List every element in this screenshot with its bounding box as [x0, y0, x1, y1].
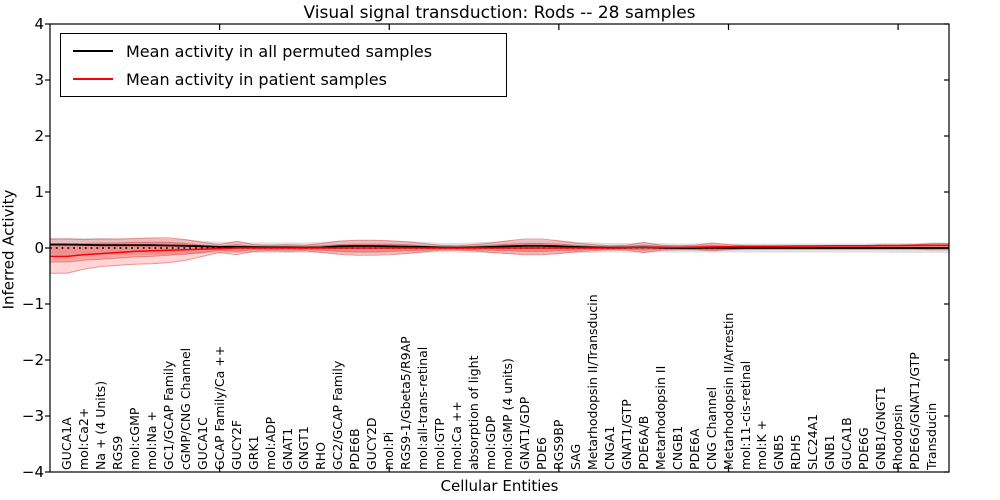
y-tick-label: 3 [34, 71, 44, 89]
legend-line-permuted-swatch [73, 50, 113, 52]
x-tick-label: GRK1 [245, 435, 261, 470]
y-tick-label: 0 [34, 239, 44, 257]
x-tick-label: RGS9-1/Gbeta5/R9AP [398, 336, 414, 470]
x-tick-label: absorption of light [466, 355, 482, 470]
x-tick-label: SLC24A1 [805, 413, 821, 470]
x-tick-label: mol:K + [754, 419, 770, 470]
x-tick-label: PDE6A [686, 428, 702, 470]
x-tick-label: GNAT1/GTP [618, 399, 634, 470]
x-tick-label: Rhodopsin [890, 404, 906, 470]
x-tick-label: mol:all-trans-retinal [415, 346, 431, 470]
y-tick-label: 2 [34, 127, 44, 145]
x-tick-label: mol:11-cis-retinal [737, 360, 753, 470]
legend-item-patient: Mean activity in patient samples [61, 65, 506, 93]
x-tick-label: GNB5 [771, 434, 787, 470]
x-tick-label: GUCY2D [364, 417, 380, 470]
x-tick-label: Metarhodopsin II/Transducin [584, 294, 600, 470]
x-tick-label: mol:GDP [483, 415, 498, 470]
x-tick-label: GNB1/GNGT1 [873, 386, 889, 470]
x-tick-label: PDE6B [347, 428, 363, 470]
x-tick-label: GNGT1 [296, 426, 312, 470]
x-tick-label: mol:GTP [432, 418, 448, 470]
x-tick-label: GC1/GCAP Family [160, 360, 176, 470]
x-tick-label: RGS9 [109, 435, 125, 470]
y-tick-label: −1 [21, 295, 44, 313]
x-tick-label: RDH5 [788, 434, 804, 470]
x-tick-label: GNAT1/GDP [516, 396, 532, 470]
x-tick-label: mol:Pi [381, 431, 397, 470]
y-tick-label: 1 [34, 183, 44, 201]
chart-title: Visual signal transduction: Rods -- 28 s… [303, 3, 696, 23]
y-tick-label: −4 [21, 463, 44, 481]
x-tick-label: PDE6A/B [635, 415, 651, 470]
legend: Mean activity in all permuted samples Me… [60, 33, 507, 97]
x-tick-label: GUCA1A [59, 417, 74, 470]
y-tick-label: −3 [21, 407, 44, 425]
x-tick-label: CNG Channel [703, 386, 719, 470]
x-tick-label: Metarhodopsin II/Arrestin [720, 312, 736, 470]
x-tick-label: GUCA1C [194, 417, 210, 470]
x-tick-label: mol:GMP (4 units) [500, 358, 515, 470]
x-tick-label: mol:Ca ++ [449, 401, 465, 470]
x-tick-label: PDE6 [533, 436, 549, 470]
x-tick-label: Na + (4 Units) [92, 380, 108, 470]
x-tick-label: Transducin [924, 402, 939, 470]
y-tick-label: −2 [21, 351, 44, 369]
x-tick-label: PDE6G [856, 427, 872, 470]
x-tick-label: SAG [567, 443, 583, 470]
x-tick-label: cGMP/CNG Channel [177, 347, 193, 470]
legend-line-patient-swatch [73, 78, 113, 80]
x-tick-label: mol:ADP [262, 416, 278, 470]
legend-label-permuted: Mean activity in all permuted samples [126, 41, 433, 61]
x-tick-label: GUCY2F [228, 419, 244, 470]
x-tick-label: Metarhodopsin II [652, 365, 668, 470]
x-tick-label: mol:Na + [143, 411, 159, 470]
x-tick-label: GNB1 [822, 434, 838, 470]
legend-item-permuted: Mean activity in all permuted samples [61, 37, 506, 65]
x-tick-label: mol:cGMP [126, 407, 142, 470]
x-axis-label: Cellular Entities [440, 477, 559, 495]
x-tick-label: RHO [313, 442, 329, 470]
y-tick-label: 4 [34, 15, 44, 33]
legend-label-patient: Mean activity in patient samples [126, 69, 387, 89]
x-tick-label: GUCA1B [839, 417, 855, 470]
x-tick-label: mol:Ca2+ [75, 407, 91, 470]
x-tick-label: PDE6G/GNAT1/GTP [907, 352, 923, 470]
x-tick-label: RGS9BP [550, 419, 566, 470]
x-tick-label: GNAT1 [279, 427, 295, 470]
x-tick-label: CNGB1 [669, 425, 685, 470]
x-tick-label: GC2/GCAP Family [330, 360, 346, 470]
x-tick-label: GCAP Family/Ca ++ [211, 345, 227, 470]
x-tick-label: CNGA1 [601, 425, 617, 470]
